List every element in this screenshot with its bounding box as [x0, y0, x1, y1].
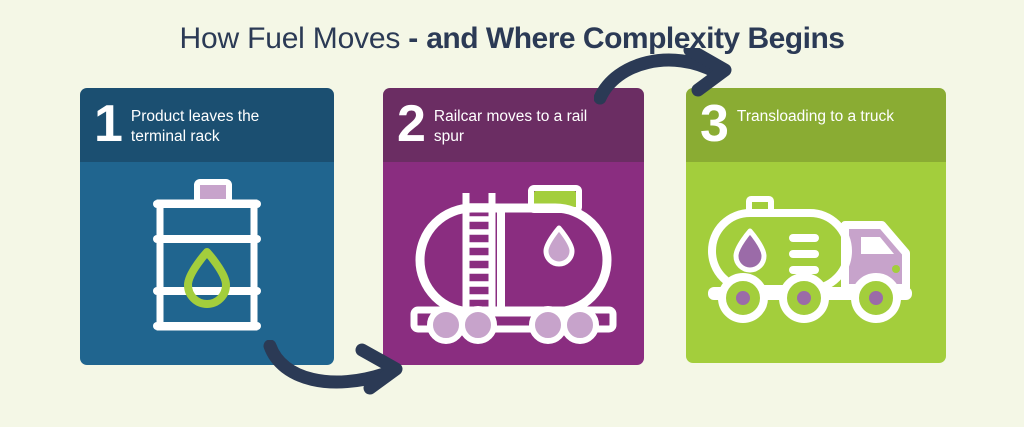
step-card-2-header: 2 Railcar moves to a rail spur [383, 88, 644, 162]
step-card-1[interactable]: 1 Product leaves the terminal rack [80, 88, 334, 365]
step-card-3-header: 3 Transloading to a truck [686, 88, 946, 162]
step-number-3: 3 [700, 95, 729, 153]
step-label-1: Product leaves the terminal rack [130, 108, 260, 145]
step-label-2: Railcar moves to a rail spur [433, 108, 588, 145]
title-part-bold: and Where Complexity Begins [426, 22, 845, 55]
step-number-1: 1 [94, 95, 123, 153]
title-part-light: How Fuel Moves [179, 22, 409, 55]
step-card-1-header: 1 Product leaves the terminal rack [80, 88, 334, 162]
tanker-truck-icon [708, 196, 912, 323]
step-number-2: 2 [397, 95, 426, 153]
step-card-2[interactable]: 2 Railcar moves to a rail spur [383, 88, 644, 365]
oil-barrel-icon [153, 178, 261, 330]
page-title: How Fuel Moves - and Where Complexity Be… [0, 20, 1024, 58]
step-card-3-body [686, 162, 946, 363]
title-part-dash: - [408, 22, 427, 55]
step-card-3[interactable]: 3 Transloading to a truck [686, 88, 946, 363]
step-card-2-body [383, 162, 644, 365]
step-card-1-body [80, 162, 334, 365]
rail-tank-car-icon [410, 185, 617, 344]
step-label-3: Transloading to a truck [736, 108, 895, 125]
